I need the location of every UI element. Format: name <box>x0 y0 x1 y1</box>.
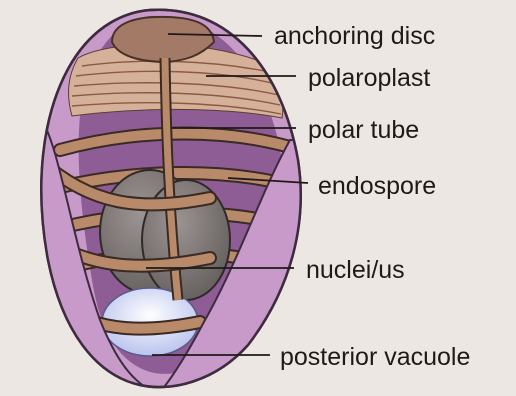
label-polar-tube: polar tube <box>308 116 419 144</box>
label-endospore: endospore <box>318 172 436 200</box>
label-nuclei: nuclei/us <box>306 256 405 284</box>
label-polaroplast: polaroplast <box>308 64 430 92</box>
label-anchoring-disc: anchoring disc <box>274 22 435 50</box>
label-posterior-vacuole: posterior vacuole <box>280 343 470 371</box>
